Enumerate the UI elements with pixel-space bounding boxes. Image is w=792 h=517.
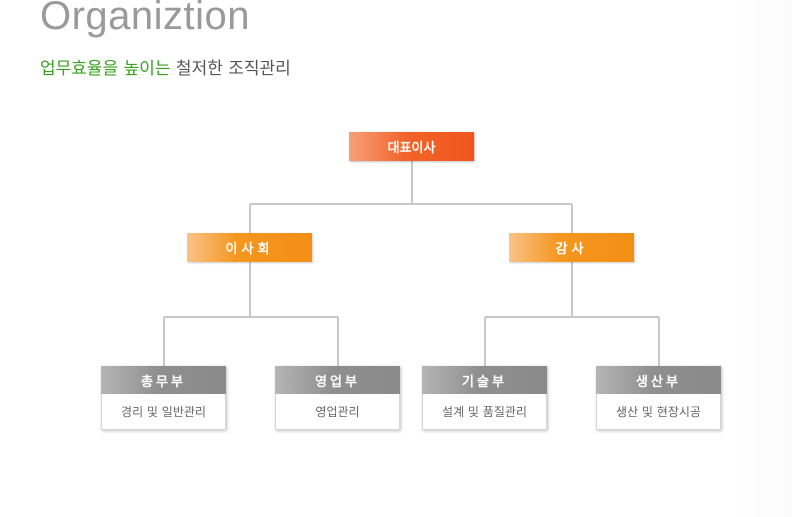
ceo-box: 대표이사 (349, 132, 474, 161)
dept-box-production: 생산부 생산 및 현장시공 (596, 366, 721, 430)
dept-desc: 생산 및 현장시공 (596, 394, 721, 430)
dept-box-sales: 영업부 영업관리 (275, 366, 400, 430)
page-subtitle: 업무효율을 높이는 철저한 조직관리 (40, 54, 291, 79)
subtitle-rest: 철저한 조직관리 (170, 59, 291, 79)
dept-box-general-affairs: 총무부 경리 및 일반관리 (101, 366, 226, 430)
audit-box: 감사 (509, 233, 634, 262)
dept-name: 생산부 (596, 366, 721, 394)
page-title: Organiztion (40, 0, 251, 38)
subtitle-accent: 업무효율을 높이는 (40, 59, 171, 79)
dept-name: 총무부 (101, 366, 226, 394)
dept-name: 영업부 (275, 366, 400, 394)
board-box: 이사회 (187, 233, 312, 262)
dept-desc: 영업관리 (275, 394, 400, 430)
dept-name: 기술부 (422, 366, 547, 394)
dept-desc: 설계 및 품질관리 (422, 394, 547, 430)
dept-box-technology: 기술부 설계 및 품질관리 (422, 366, 547, 430)
dept-desc: 경리 및 일반관리 (101, 394, 226, 430)
